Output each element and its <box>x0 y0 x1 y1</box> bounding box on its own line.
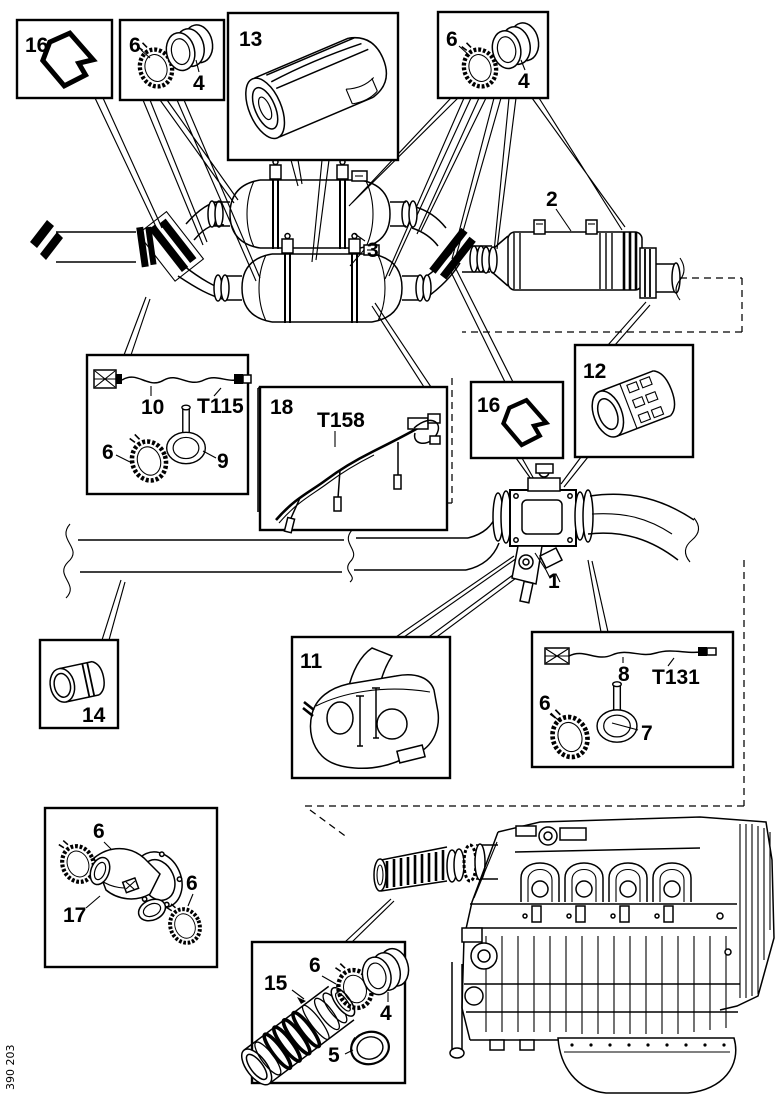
catalytic-converter-upper <box>213 158 407 250</box>
part-label-6-elbow-top: 6 <box>93 820 105 843</box>
tool-label-T158: T158 <box>317 409 365 432</box>
part-label-10: 10 <box>141 396 164 419</box>
elbow-pipe-drawing <box>89 847 183 922</box>
part-label-15: 15 <box>264 972 288 995</box>
callout-box-gasket-16-mid: 16 <box>469 380 565 460</box>
part-label-6-top2: 6 <box>446 28 458 51</box>
part-label-16-top: 16 <box>25 34 48 57</box>
part-label-4-flex-box: 4 <box>380 1002 392 1025</box>
callout-box-sensor-T115: 10 T115 6 9 <box>85 353 252 496</box>
part-label-6-sensor-box1: 6 <box>102 441 114 464</box>
tool-label-T115: T115 <box>197 395 244 418</box>
callout-box-clamp-sleeve-top-right: 6 4 <box>436 10 550 100</box>
part-label-7: 7 <box>641 722 653 745</box>
part-label-6-top1: 6 <box>129 34 141 57</box>
part-label-2: 2 <box>546 188 558 211</box>
leader-3 <box>349 233 366 267</box>
part-label-14: 14 <box>82 704 106 727</box>
part-label-4-top2: 4 <box>518 70 530 93</box>
flex-pipe-drawing <box>240 985 356 1086</box>
substrate-drawing <box>591 370 676 438</box>
part-label-17: 17 <box>63 904 86 927</box>
callout-box-elbow-17: 6 17 6 <box>43 806 219 969</box>
callout-box-bracket-11: 11 <box>290 635 452 780</box>
leader-2 <box>555 208 572 232</box>
front-pipe-y-section <box>30 200 476 302</box>
part-label-4-top1: 4 <box>193 72 205 95</box>
part-label-8: 8 <box>618 663 630 686</box>
part-label-3: 3 <box>367 239 379 262</box>
connector-pipe-drawing <box>49 660 105 703</box>
bracket-drawing <box>302 647 440 769</box>
part-label-12: 12 <box>583 360 606 383</box>
leader-1 <box>534 552 547 571</box>
rear-muffler <box>462 219 685 301</box>
callout-box-substrate-12: 12 <box>573 343 695 459</box>
wiring-harness-drawing <box>275 413 441 534</box>
part-label-5: 5 <box>328 1044 340 1067</box>
callout-box-connector-14: 14 <box>38 638 120 730</box>
part-label-6-sensor-box2: 6 <box>539 692 551 715</box>
part-label-11: 11 <box>300 650 323 673</box>
part-label-16-mid: 16 <box>477 394 500 417</box>
part-label-1: 1 <box>548 570 560 593</box>
callout-box-sensor-T131: 8 T131 6 7 <box>530 630 735 769</box>
part-label-6-flex-box: 6 <box>309 954 321 977</box>
callout-box-gasket-16-top: 16 <box>15 18 114 100</box>
part-label-9: 9 <box>217 450 229 473</box>
catalyst-13-drawing <box>245 36 388 140</box>
part-label-18: 18 <box>270 396 294 419</box>
callout-box-harness-T158: 18 T158 <box>258 385 449 534</box>
callout-box-catalyst-13: 13 <box>226 11 400 162</box>
tool-label-T131: T131 <box>652 666 700 689</box>
callout-box-flexpipe-15: 15 6 4 5 <box>240 940 415 1086</box>
callout-box-clamp-sleeve-top-left: 6 4 <box>118 18 226 102</box>
engine-drawing <box>373 816 775 1094</box>
part-label-13: 13 <box>239 28 262 51</box>
exhaust-flap-valve <box>492 463 700 604</box>
part-label-6-elbow-bottom: 6 <box>186 872 198 895</box>
figure-number: 390 203 <box>4 1045 17 1091</box>
